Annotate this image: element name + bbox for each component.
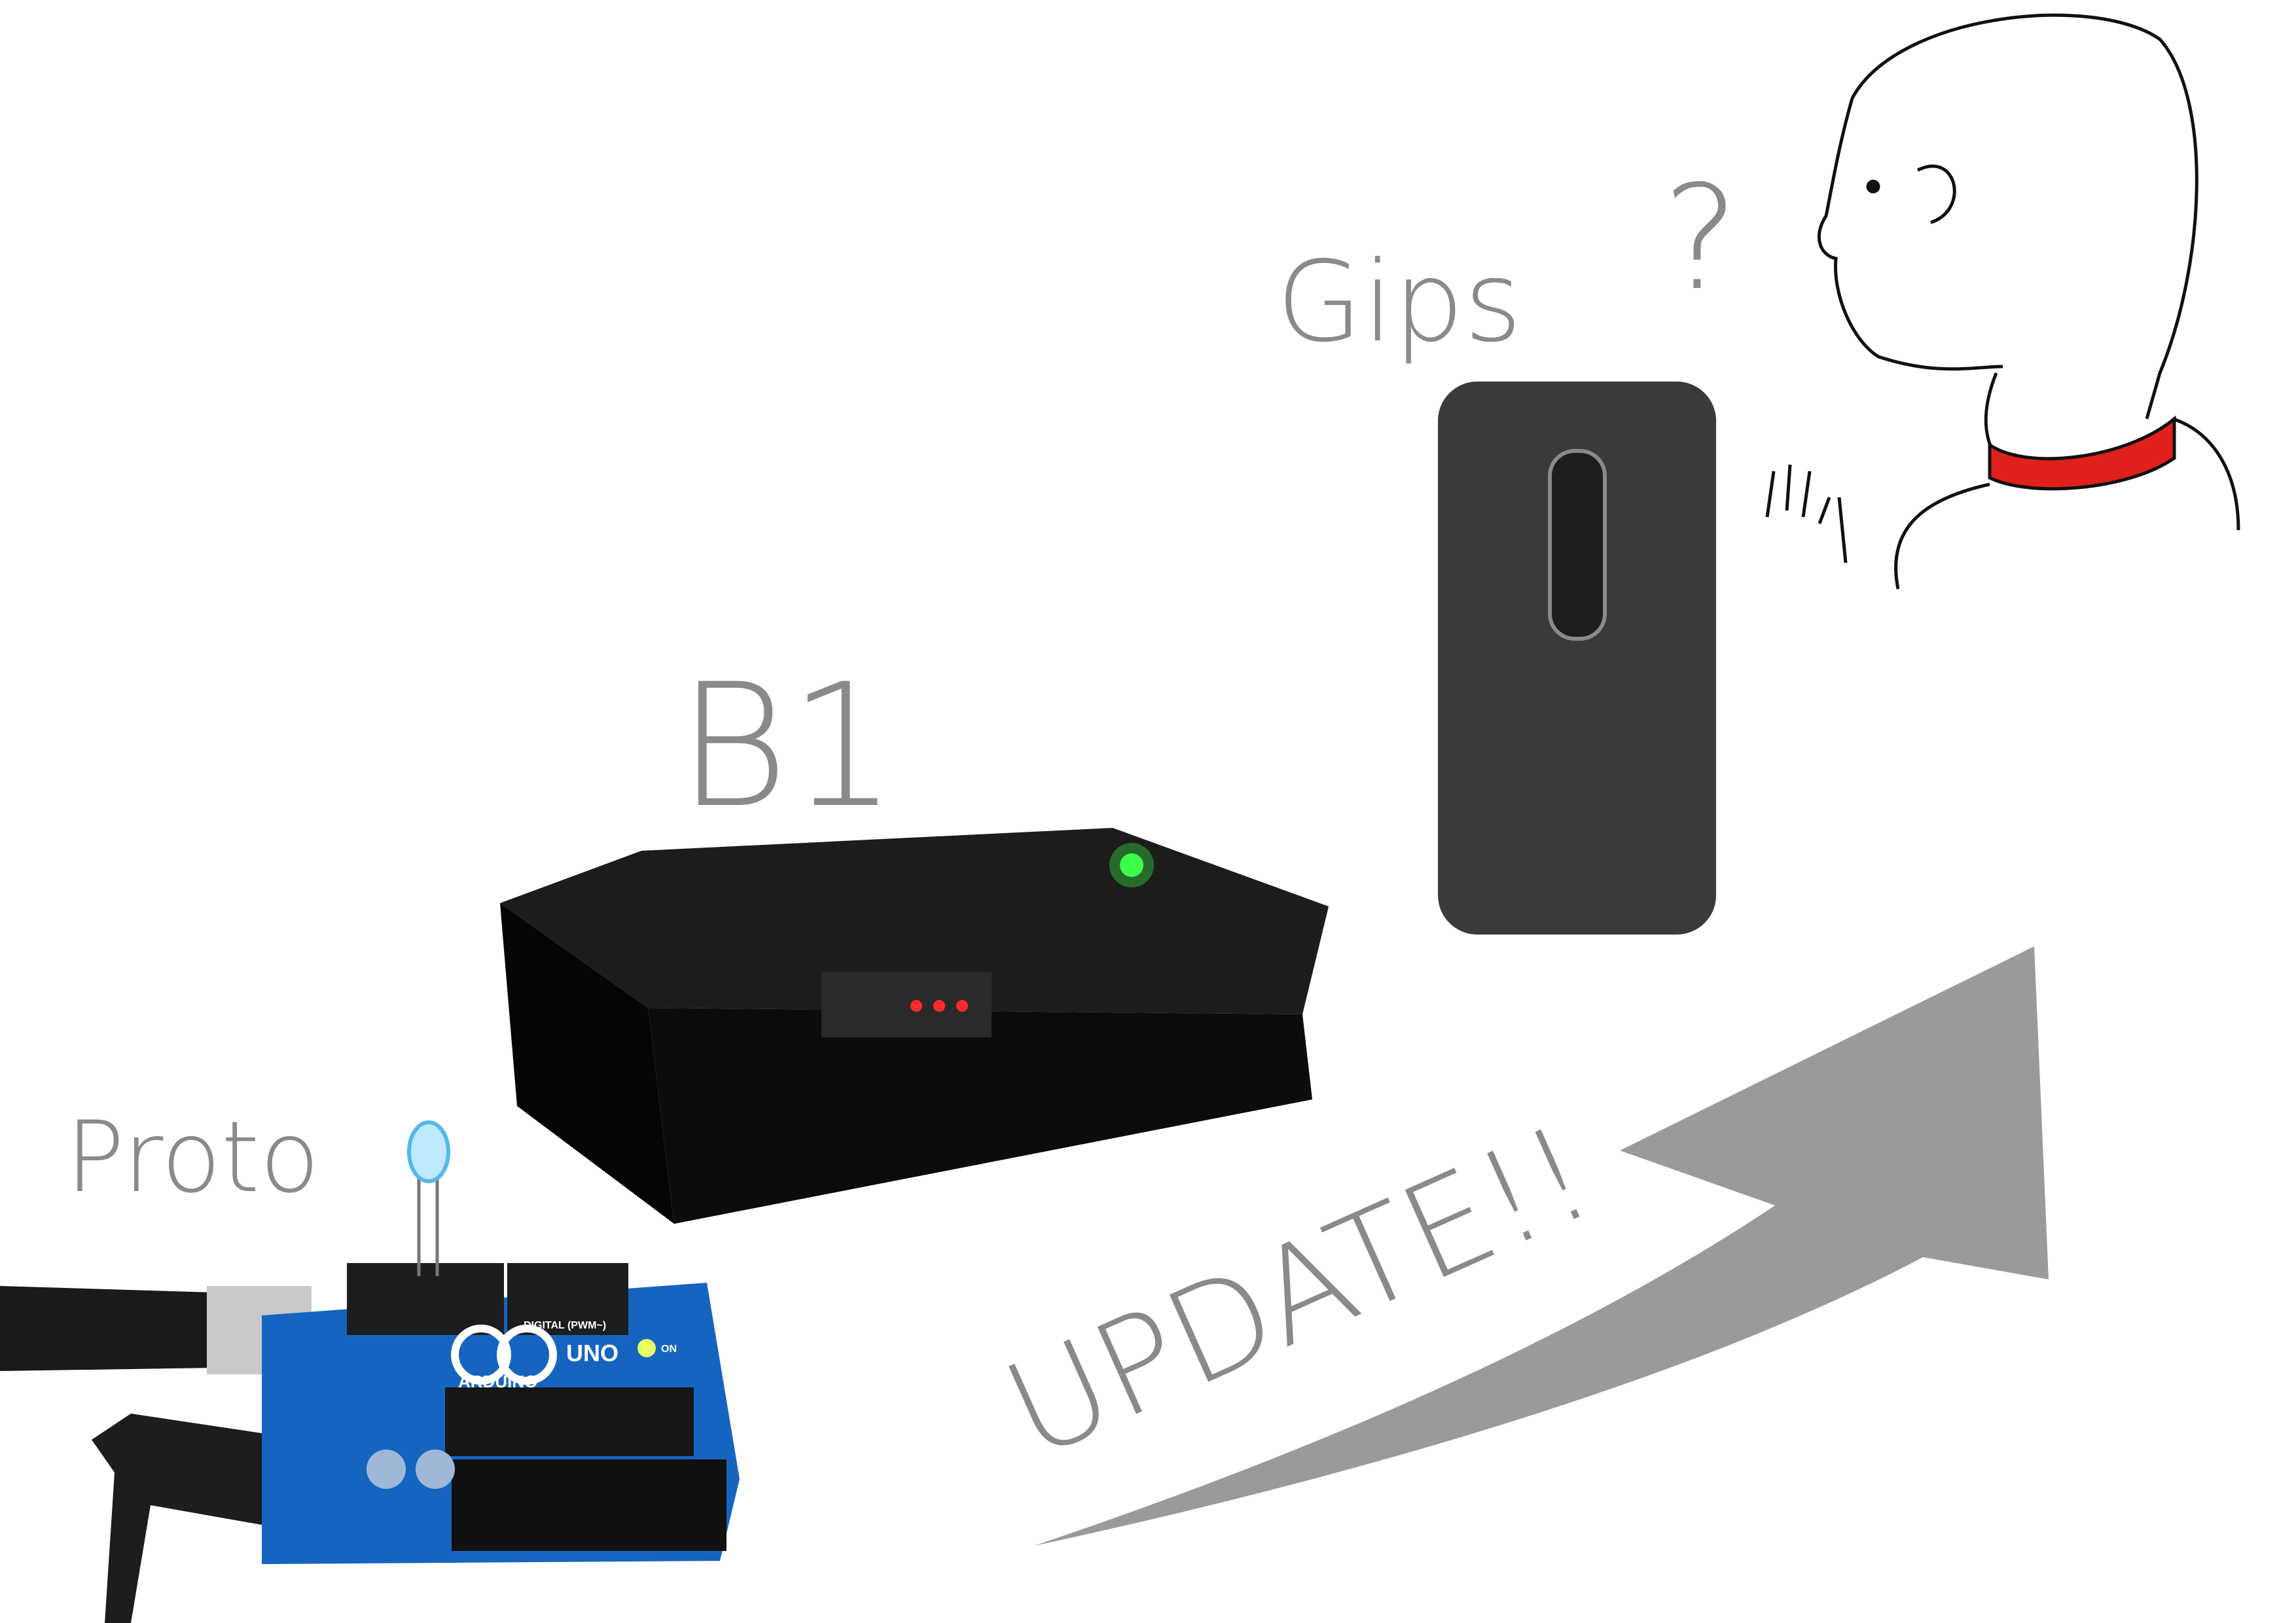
arduino-logo bbox=[451, 1325, 511, 1385]
power-led bbox=[637, 1339, 656, 1357]
capacitor bbox=[367, 1450, 406, 1489]
gips-device bbox=[1438, 382, 1716, 935]
red-indicator bbox=[910, 1000, 922, 1012]
gips-slot bbox=[1548, 449, 1607, 641]
green-led bbox=[1120, 853, 1143, 877]
header-bottom bbox=[452, 1459, 726, 1551]
gips-label: Gips bbox=[1276, 238, 1522, 367]
power-cable bbox=[92, 1414, 262, 1623]
b1-device bbox=[500, 828, 1329, 1224]
board-header-label: DIGITAL (PWM~) bbox=[524, 1320, 606, 1331]
usb-cable bbox=[0, 1286, 216, 1371]
b1-label: B1 bbox=[677, 648, 897, 846]
update-label: UPDATE!! bbox=[985, 1097, 1613, 1488]
update-arrow bbox=[1034, 946, 2049, 1546]
board-model: UNO bbox=[566, 1340, 619, 1366]
person-sketch bbox=[1765, 13, 2240, 590]
collar-device bbox=[1988, 415, 2176, 491]
blue-led bbox=[407, 1120, 450, 1183]
microcontroller-chip bbox=[445, 1387, 694, 1456]
capacitor bbox=[416, 1450, 455, 1489]
board-power-label: ON bbox=[661, 1344, 677, 1355]
header-right bbox=[507, 1263, 628, 1335]
header-left bbox=[347, 1263, 504, 1335]
board-brand: ARDUINO bbox=[458, 1372, 537, 1391]
proto-label: Proto bbox=[65, 1101, 320, 1215]
arduino-board: ARDUINO UNO DIGITAL (PWM~) ON bbox=[0, 1120, 740, 1623]
question-mark: ? bbox=[1662, 154, 1739, 322]
